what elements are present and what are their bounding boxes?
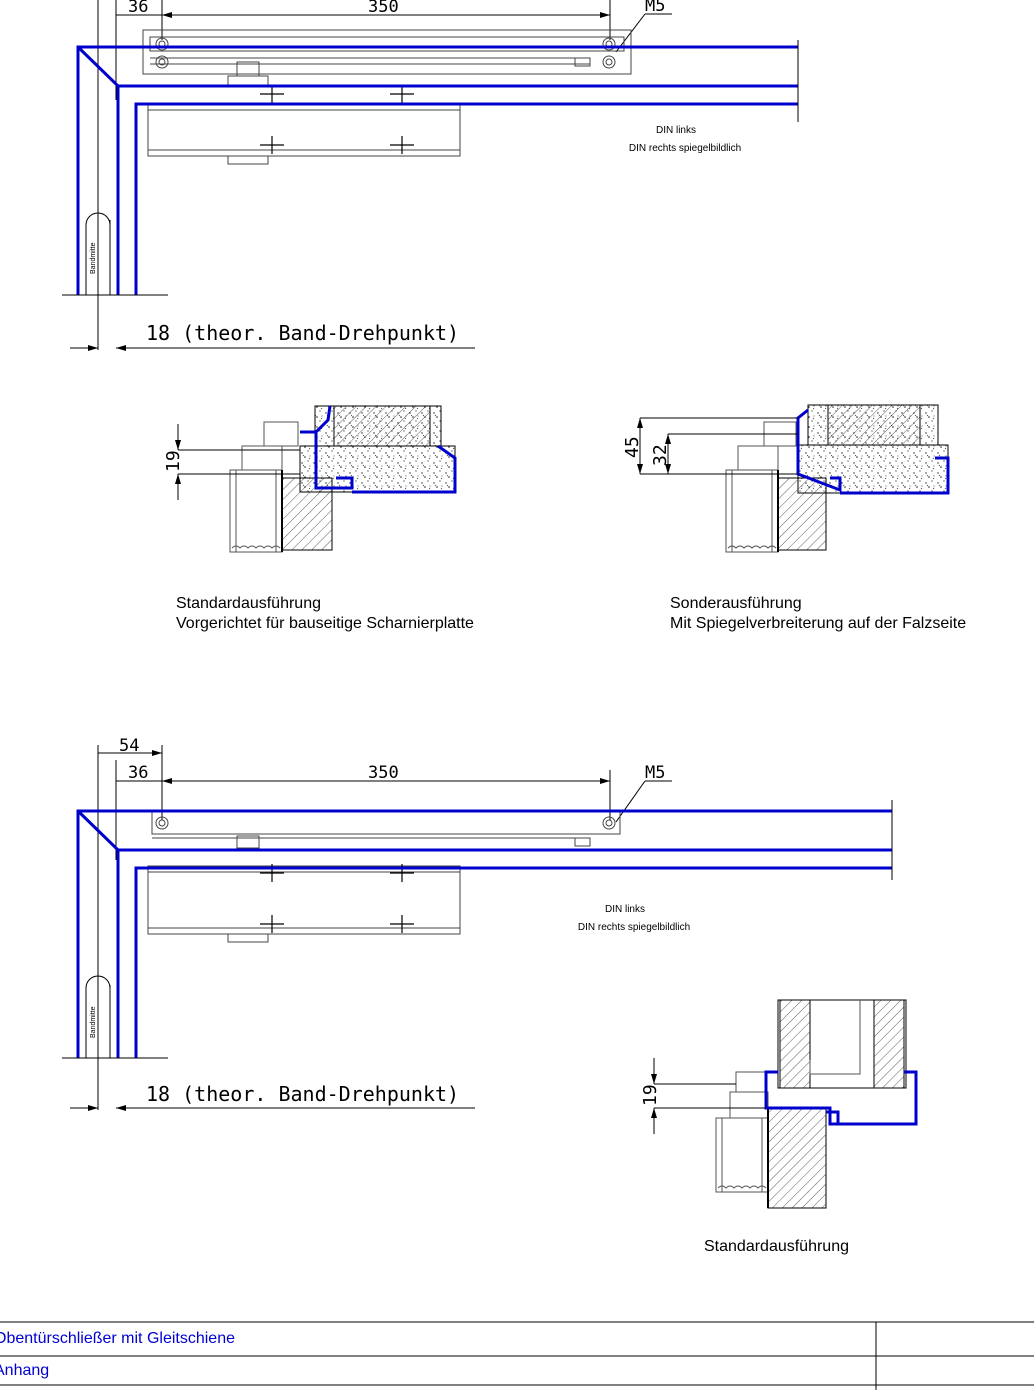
din-links-top: DIN links: [656, 125, 696, 136]
din-rechts-top: DIN rechts spiegelbildlich: [629, 143, 741, 154]
detail-bottom: 19: [640, 999, 918, 1209]
caption-standard-line1: Standardausführung: [176, 595, 321, 612]
caption-special-line1: Sonderausführung: [670, 595, 802, 612]
pivot-label-bottom: 18 (theor. Band-Drehpunkt): [146, 1082, 459, 1106]
dim-19-standard: 19: [163, 450, 184, 472]
title-row-2: Anhang: [0, 1362, 50, 1379]
title-block-frame: [0, 1321, 1034, 1390]
bandmitte-top: Bandmitte: [90, 242, 97, 274]
dim-m5-top: M5: [645, 0, 665, 16]
din-links-bottom: DIN links: [605, 904, 645, 915]
detail-special: 45 32: [622, 404, 950, 553]
dim-54-bottom: 54: [119, 736, 139, 756]
caption-standard: Standardausführung Vorgerichtet für baus…: [176, 594, 474, 634]
dim-45-special: 45: [622, 436, 643, 458]
caption-special: Sonderausführung Mit Spiegelverbreiterun…: [670, 594, 966, 634]
dim-19-bottom: 19: [640, 1084, 661, 1106]
title-row-1: Obentürschließer mit Gleitschiene: [0, 1330, 235, 1347]
dim-32-special: 32: [650, 444, 671, 466]
dim-350-bottom: 350: [368, 763, 399, 783]
caption-standard-line2: Vorgerichtet für bauseitige Scharnierpla…: [176, 615, 474, 632]
top-assembly: 36 350 M5: [62, 0, 799, 351]
dim-m5-bottom: M5: [645, 763, 665, 783]
detail-standard: 19: [163, 405, 457, 553]
caption-special-line2: Mit Spiegelverbreiterung auf der Falzsei…: [670, 615, 967, 632]
caption-bottom: Standardausführung: [704, 1238, 849, 1255]
dim-36-top: 36: [128, 0, 148, 17]
bottom-assembly: 54 36 350 M5: [62, 736, 893, 1111]
pivot-label-top: 18 (theor. Band-Drehpunkt): [146, 321, 459, 345]
bandmitte-bottom: Bandmitte: [90, 1006, 97, 1038]
dim-350-top: 350: [368, 0, 399, 17]
din-rechts-bottom: DIN rechts spiegelbildlich: [578, 922, 690, 933]
dim-36-bottom: 36: [128, 763, 148, 783]
